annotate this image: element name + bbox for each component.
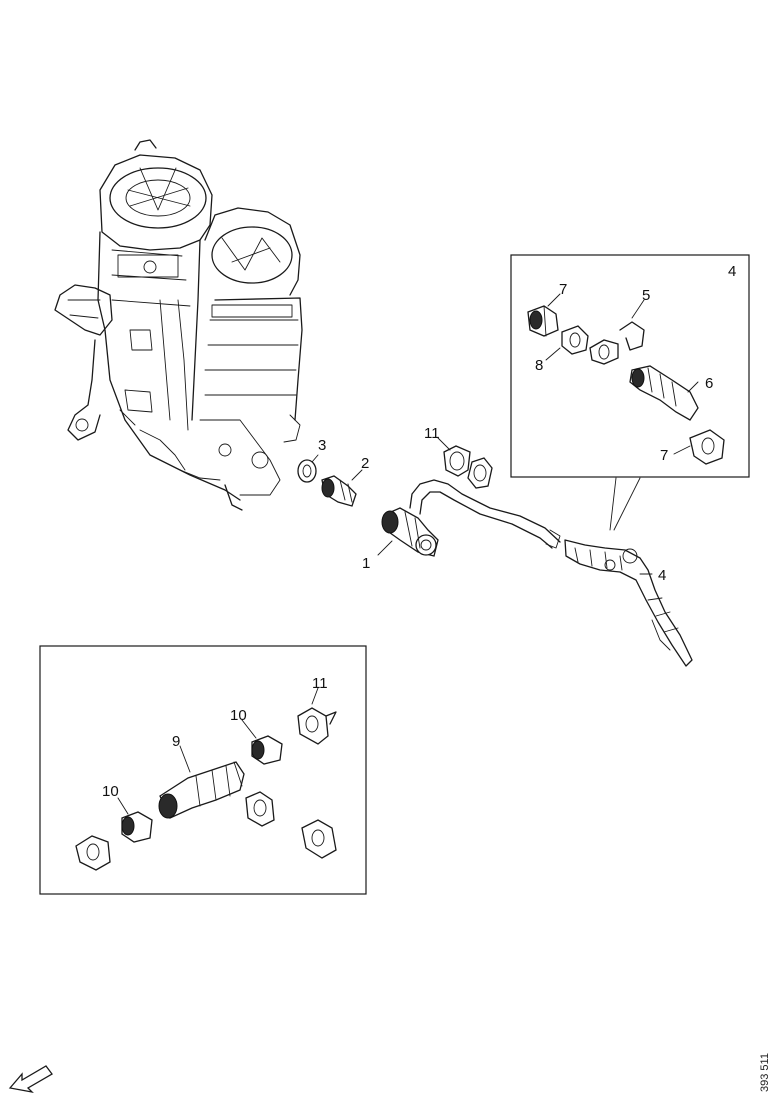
- callout-detail-a-5: 5: [642, 287, 650, 304]
- part-3-washer: [297, 459, 317, 483]
- hose: [409, 479, 561, 549]
- callout-detail-a-8: 8: [535, 357, 543, 374]
- detail-box-a: [510, 254, 750, 478]
- callout-detail-a-7-top: 7: [559, 281, 567, 298]
- callout-2: 2: [361, 455, 369, 472]
- callout-detail-b-10-right: 10: [230, 707, 247, 724]
- callout-detail-a-corner: 4: [728, 263, 736, 280]
- direction-arrow-icon: [8, 1065, 53, 1094]
- part-9-fitting: [158, 761, 245, 819]
- detail-a-leaders: [609, 477, 641, 531]
- document-id: 393 511: [759, 1053, 771, 1092]
- clamp-middle: [245, 791, 275, 827]
- part-8-ring: [561, 325, 589, 355]
- callout-1: 1: [362, 555, 370, 572]
- detail-box-b: [39, 645, 367, 895]
- part-4-connector: [564, 539, 693, 667]
- engine-block-icon: [54, 139, 303, 511]
- part-7-nut-bottom: [689, 429, 725, 465]
- callout-detail-b-11: 11: [312, 675, 328, 692]
- part-10-sleeve-left: [121, 811, 153, 843]
- callout-3: 3: [318, 437, 326, 454]
- part-1-valve: [381, 507, 439, 557]
- callout-detail-a-7-bottom: 7: [660, 447, 668, 464]
- callout-11: 11: [424, 425, 440, 442]
- part-7-nut-top: [527, 305, 559, 337]
- part-5-clip: [589, 321, 645, 365]
- callout-detail-a-6: 6: [705, 375, 713, 392]
- callout-detail-b-10-left: 10: [102, 783, 119, 800]
- callout-detail-b-9: 9: [172, 733, 180, 750]
- callout-4: 4: [658, 567, 666, 584]
- clamp-lower-right: [301, 819, 337, 859]
- part-11-clamps: [443, 445, 493, 489]
- part-6-fitting: [629, 365, 699, 421]
- clamp-left: [75, 835, 111, 871]
- part-2-adapter: [321, 475, 357, 507]
- part-11-clamp-detail: [297, 707, 337, 745]
- part-10-sleeve-right: [251, 735, 283, 765]
